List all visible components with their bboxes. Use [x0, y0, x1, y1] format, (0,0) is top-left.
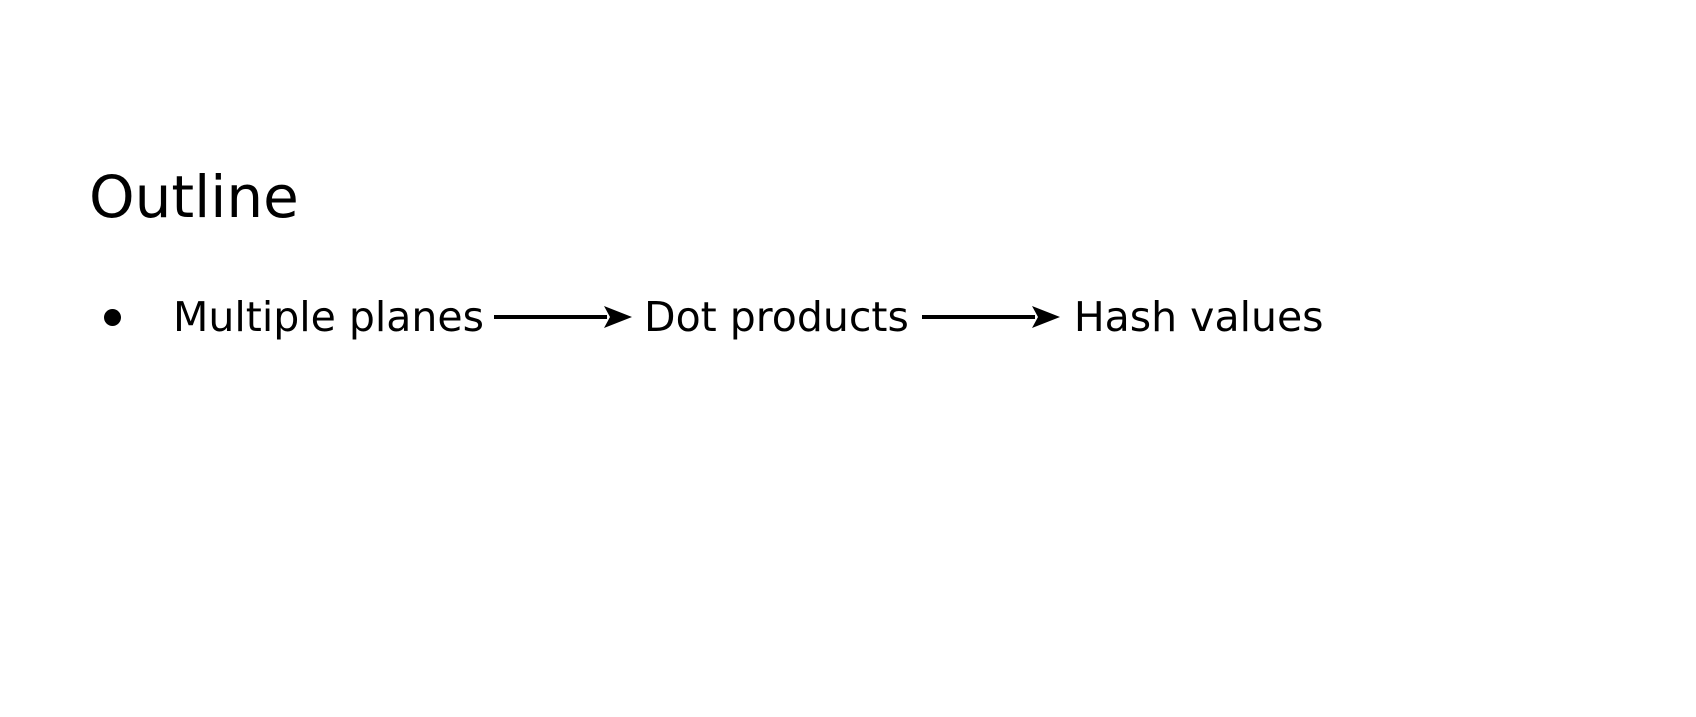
- step-label-dot-products: Dot products: [644, 293, 909, 341]
- step-label-multiple-planes: Multiple planes: [173, 293, 485, 341]
- step-label-hash-values: Hash values: [1073, 293, 1324, 341]
- right-arrow-icon: [921, 306, 1060, 328]
- bullet-dot-icon: [104, 308, 121, 326]
- bullet-list-item: Multiple planes Dot products Hash values: [104, 287, 1324, 347]
- right-arrow-icon: [494, 306, 633, 328]
- slide-title: Outline: [89, 163, 299, 231]
